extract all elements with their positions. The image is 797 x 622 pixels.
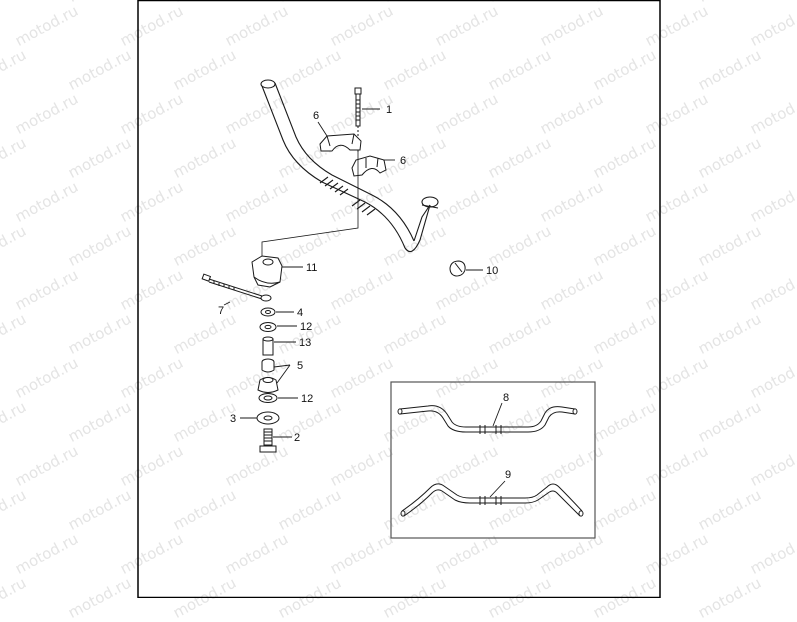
- clamp-upper-part-6: [319, 133, 362, 152]
- clamp-lower-part-6: [351, 155, 387, 177]
- diagram-frame: [137, 0, 661, 598]
- sleeve-part-13: [262, 336, 274, 356]
- callout-7: 7: [218, 305, 224, 317]
- holder-part-11: [251, 255, 283, 288]
- callout-3: 3: [230, 413, 236, 425]
- callout-10: 10: [486, 265, 498, 277]
- handlebar-parts-diagram: 1 6 6 11 10 7 4 12 13 5 12 3 2 8 9: [137, 0, 661, 598]
- clip-part-10: [449, 260, 466, 277]
- bushing-part-5: [257, 358, 279, 393]
- leader-9: [489, 480, 506, 498]
- callout-2: 2: [294, 432, 300, 444]
- callout-6a: 6: [313, 110, 319, 122]
- handlebar-option-8: [397, 405, 578, 434]
- callout-12b: 12: [301, 393, 313, 405]
- leader-6a: [317, 121, 328, 137]
- washer-part-3: [256, 411, 280, 425]
- leader-8: [492, 402, 503, 427]
- callout-4: 4: [297, 307, 303, 319]
- washer-part-12-lower: [258, 393, 278, 403]
- callout-11: 11: [306, 262, 317, 274]
- callout-9: 9: [505, 469, 511, 481]
- inset-box: [390, 381, 596, 539]
- callout-13: 13: [299, 337, 311, 349]
- callout-6b: 6: [400, 155, 406, 167]
- bolt-part-7: [201, 273, 272, 302]
- assembly-line: [261, 152, 359, 258]
- callout-1: 1: [386, 104, 392, 116]
- bolt-part-2: [259, 428, 277, 453]
- callout-8: 8: [503, 392, 509, 404]
- callout-labels: 1 6 6 11 10 7 4 12 13 5 12 3 2 8 9: [218, 104, 511, 481]
- handlebar-main: [260, 79, 439, 253]
- handlebar-option-9: [400, 483, 584, 517]
- leader-7: [223, 301, 231, 306]
- washer-part-12-upper: [259, 322, 277, 332]
- leader-5: [273, 364, 291, 384]
- washer-part-4: [260, 307, 276, 317]
- callout-12a: 12: [300, 321, 312, 333]
- callout-5: 5: [297, 360, 303, 372]
